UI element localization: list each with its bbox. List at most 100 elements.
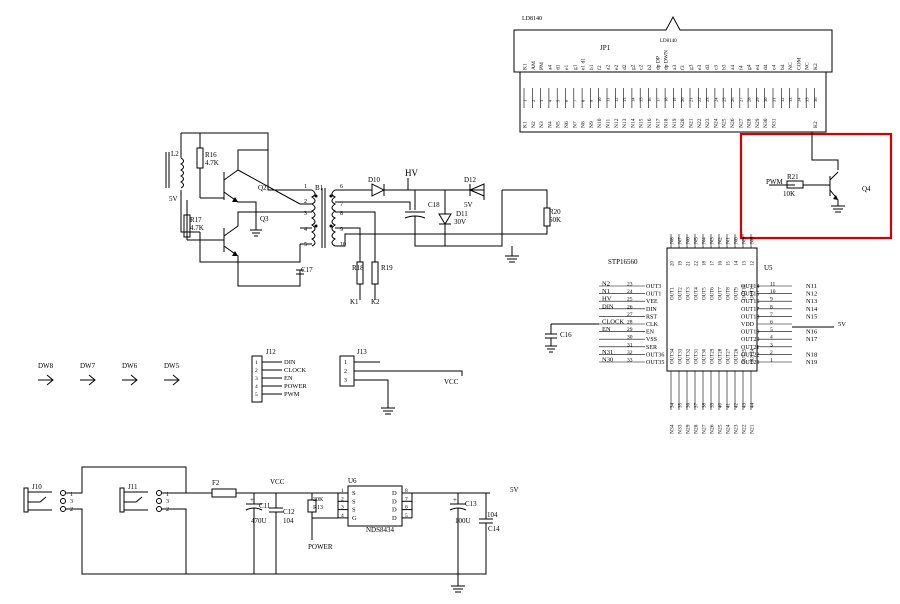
u5-bottom-pin-number: 44: [751, 403, 756, 409]
dw-arrow-icon: [122, 374, 138, 386]
connector-top-label: COM: [796, 57, 802, 70]
connector-bottom-label: N3: [539, 121, 545, 128]
u5-right-name: OUT15: [741, 292, 759, 298]
hv-rail: [335, 189, 548, 208]
connector-body: [513, 15, 833, 73]
connector-bottom-label: N11: [606, 118, 612, 128]
q2-arrow: [232, 197, 238, 202]
power-section: J10 1 3 2 J11 1 3 2 F2 VCC + C11 470U C1…: [23, 466, 519, 593]
j11-pin-c: [156, 506, 162, 512]
j12-pin-number: 3: [255, 376, 258, 382]
connector-pin-number: 36: [813, 97, 818, 102]
connector-pin-number: 5: [556, 99, 561, 102]
u5-ref: U5: [764, 264, 773, 272]
b1-pin-3: 3: [304, 211, 307, 217]
connector-pin-number: 20: [680, 97, 685, 102]
l2-wires: [180, 133, 200, 233]
connector-bottom-label: K1: [523, 121, 529, 128]
u5-top-pin-number: 22: [695, 261, 700, 267]
connector-top-label: a3: [672, 65, 678, 70]
connector-pin-number: 14: [630, 97, 635, 102]
u5-top-out: OUT6: [711, 287, 716, 300]
u5-left-name: VSS: [646, 337, 657, 343]
u5-top-pin-number: 13: [743, 261, 748, 267]
hv-ground-icon: [505, 246, 519, 263]
u5-top-out: OUT1: [671, 287, 676, 300]
j12-pin-label: EN: [284, 375, 293, 382]
u5-top-out: OUT8: [727, 287, 732, 300]
u5-top-out: OUT2: [679, 287, 684, 300]
j10-pin-b: [60, 498, 66, 504]
j13-pin-3: 3: [344, 378, 347, 384]
u5-bottom-net: N33: [678, 424, 684, 434]
c17-label: C17: [301, 266, 313, 274]
u5-right-pin-number: 2: [770, 350, 773, 356]
u5-top-pin-number: 21: [687, 261, 692, 267]
q4-symbol: [803, 171, 839, 206]
u5-left-net: CLOCK: [602, 319, 624, 326]
j10-label: J10: [32, 483, 42, 491]
u5-right-net: 5V: [838, 321, 846, 328]
connector-bottom-label: N14: [630, 118, 636, 128]
j11-label: J11: [128, 483, 138, 491]
b1-pin-4: 4: [304, 227, 307, 233]
c11-plus: +: [250, 496, 254, 504]
j12-pin-number: 2: [255, 368, 258, 374]
connector-top-label: PM: [539, 62, 545, 70]
q3-ground-icon: [250, 212, 262, 237]
u6-right-pin-name: D: [392, 507, 397, 514]
dw-label: DW5: [164, 362, 180, 370]
j13-ground-icon: [381, 407, 395, 415]
u5-left-name: OUT3: [646, 284, 661, 290]
connector-top-label: d2: [622, 64, 628, 70]
u5-bottom-out: OUT24: [751, 348, 756, 364]
connector-bottom-label: N22: [697, 118, 703, 128]
dw-arrow-icon: [80, 374, 96, 386]
connector-top-label: c3: [713, 65, 719, 70]
connector-pin-number: 10: [597, 97, 602, 102]
u6-left-pin-name: S: [352, 490, 356, 497]
q4-transistor-block: PWM R21 10K Q4: [739, 132, 893, 240]
u5-top-pin-number: 14: [735, 261, 740, 267]
u5-right-name: OUT20: [741, 337, 759, 343]
c13-label: C13: [465, 500, 477, 508]
u6-left-pin-number: 1: [341, 488, 344, 494]
j13-pin-1: 1: [344, 360, 347, 366]
connector-top-label: f2: [596, 65, 603, 70]
u5-left-name: DIN: [646, 307, 657, 313]
connector-bottom-label: N24: [713, 118, 719, 128]
connector-pin-number: 2: [531, 100, 536, 102]
connector-bottom-label: N18: [664, 118, 670, 128]
u5-left-pin-number: 31: [627, 342, 633, 348]
hv-label: HV: [405, 168, 418, 178]
connector-pin-number: 15: [639, 97, 644, 102]
j11-pin-a: [156, 490, 162, 496]
j13-pin-2: 2: [344, 369, 347, 375]
connector-pin-number: 1: [523, 100, 528, 102]
q4-collector-wire: [811, 132, 839, 170]
r13-value: 30K: [313, 497, 324, 503]
u5-top-pin-number: 20: [671, 261, 676, 267]
connector-top-label: c4: [772, 65, 778, 70]
u5-right-pin-number: 8: [770, 304, 773, 310]
u6-right-pin-number: 7: [405, 496, 408, 502]
u6-left-pin-number: 4: [341, 513, 344, 519]
u5-right-pin-number: 4: [770, 335, 773, 341]
u5-bottom-pin-number: 43: [743, 403, 748, 409]
j13-wires: [354, 361, 463, 408]
connector-pin-number: 19: [672, 97, 677, 102]
connector-top-label: e3: [697, 65, 703, 70]
u5-right-net: N18: [806, 351, 817, 358]
j12-pin-number: 4: [255, 384, 258, 390]
connector-top-label: a2: [606, 65, 612, 70]
connector-top-label: NC: [805, 62, 811, 70]
connector-top-label: b3: [722, 64, 728, 70]
u5-left-net: N31: [602, 349, 613, 356]
b1-pin-7: 7: [340, 202, 343, 208]
connector-top-label: NC: [788, 62, 794, 70]
connector-top-label: f4: [737, 65, 744, 70]
connector-top-label: AM: [531, 61, 537, 70]
